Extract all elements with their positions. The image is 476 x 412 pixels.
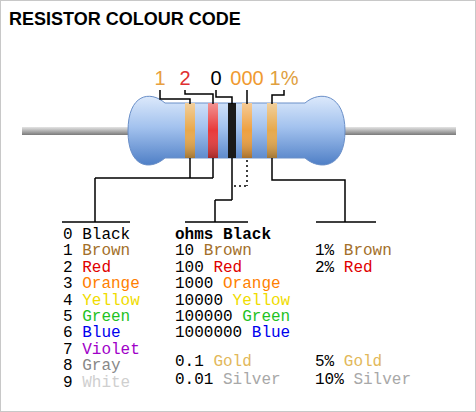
code-label: 5	[63, 309, 73, 325]
code-label: 4	[63, 293, 73, 309]
band-shade	[267, 103, 277, 158]
code-label: 8	[63, 358, 73, 374]
value-label: 2	[179, 67, 190, 89]
code-label: Red	[82, 260, 111, 276]
code-label: Black	[82, 227, 130, 243]
band-black	[228, 103, 236, 158]
code-label: 10000	[175, 293, 223, 309]
band-red	[208, 103, 218, 158]
code-label: Yellow	[82, 293, 140, 309]
code-label: 2%	[315, 260, 334, 276]
code-label: 0	[63, 227, 73, 243]
leader-line	[216, 90, 232, 104]
code-label: Orange	[223, 276, 281, 292]
digit-leader	[62, 158, 213, 222]
code-label: 1000000	[175, 325, 242, 341]
code-label: 0.01	[175, 372, 213, 388]
code-label: White	[82, 375, 130, 391]
code-label: 3	[63, 276, 73, 292]
code-label: Yellow	[233, 293, 291, 309]
code-label: Violet	[82, 342, 140, 358]
tolerance-leader	[272, 158, 376, 222]
code-label: 6	[63, 325, 73, 341]
code-label: Blue	[252, 325, 290, 341]
code-label: Gray	[82, 358, 120, 374]
leader-line	[185, 90, 213, 104]
diagram-title: RESISTOR COLOUR CODE	[9, 8, 241, 30]
code-label: 5%	[315, 354, 334, 370]
dotted-leader	[234, 160, 247, 186]
code-label: Red	[344, 260, 373, 276]
value-label: 000	[230, 67, 263, 89]
code-label: Green	[242, 309, 290, 325]
value-label: 1%	[270, 67, 299, 89]
code-label: Brown	[344, 243, 392, 259]
code-label: 7	[63, 342, 73, 358]
code-label: Brown	[82, 243, 130, 259]
code-label: Brown	[204, 243, 252, 259]
band-shade	[185, 103, 195, 158]
leader-line	[246, 90, 248, 104]
code-label: Orange	[82, 276, 140, 292]
code-label: 100	[175, 260, 204, 276]
band-orange	[185, 103, 195, 158]
value-label: 1	[154, 67, 165, 89]
code-label: 0.1	[175, 354, 204, 370]
resistor-body	[128, 96, 345, 165]
code-label: 9	[63, 375, 73, 391]
code-label: 1	[63, 243, 73, 259]
code-label: Silver	[223, 372, 281, 388]
code-label: 10	[175, 243, 194, 259]
leader-lines	[62, 90, 376, 222]
code-label: Silver	[353, 372, 411, 388]
value-label: 0	[210, 67, 221, 89]
code-label: Gold	[213, 354, 251, 370]
code-label: Blue	[82, 325, 120, 341]
band-shade	[208, 103, 218, 158]
code-label: ohms Black	[175, 227, 271, 243]
code-label: Green	[82, 309, 130, 325]
band-tolerance	[267, 103, 277, 158]
code-label: Gold	[344, 354, 382, 370]
leader-line	[272, 90, 284, 104]
code-label: 10%	[315, 372, 344, 388]
code-label: 2	[63, 260, 73, 276]
colour-bands	[185, 103, 277, 158]
code-label: 1%	[315, 243, 334, 259]
multiplier-leader	[185, 158, 248, 222]
band-orange	[242, 103, 252, 158]
code-label: 1000	[175, 276, 213, 292]
band-shade	[242, 103, 252, 158]
code-label: Red	[213, 260, 242, 276]
code-label: 100000	[175, 309, 233, 325]
